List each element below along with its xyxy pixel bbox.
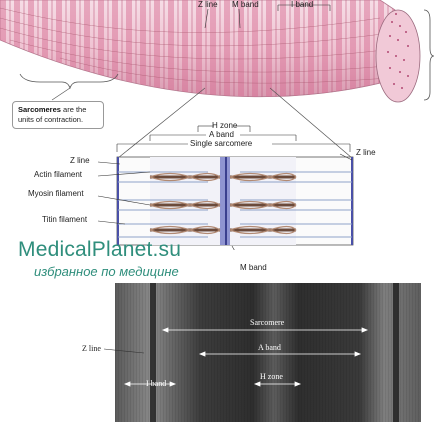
- sarcomere-diagram: [97, 125, 354, 250]
- micro-label-sarcomere: Sarcomere: [250, 318, 285, 327]
- callout-rest-1: are the: [60, 105, 87, 114]
- callout-rest-2: units of contraction.: [18, 115, 84, 124]
- label-single-sarcomere: Single sarcomere: [190, 139, 253, 148]
- micro-label-z-line: Z line: [82, 344, 101, 353]
- filament-rows: [118, 171, 352, 238]
- watermark-subtitle: избранное по медицине: [34, 264, 179, 279]
- label-m-band: M band: [240, 263, 267, 272]
- label-h-zone: H zone: [212, 121, 238, 130]
- fiber-label-z-line: Z line: [198, 0, 218, 9]
- sarcomere-callout: Sarcomeres are the units of contraction.: [12, 101, 104, 129]
- fiber-label-m-band: M band: [232, 0, 259, 9]
- label-z-line-right: Z line: [356, 148, 376, 157]
- fiber-label-i-band: I band: [291, 0, 314, 9]
- fiber-cross-section: [375, 9, 421, 103]
- myofibrils: [0, 7, 389, 84]
- label-myosin: Myosin filament: [28, 189, 84, 198]
- watermark-title: MedicalPlanet.su: [18, 238, 182, 261]
- cross-section-dots: [387, 13, 409, 89]
- label-z-line-left: Z line: [70, 156, 90, 165]
- muscle-fiber-illustration: [0, 0, 434, 159]
- label-actin: Actin filament: [34, 170, 83, 179]
- electron-micrograph: [115, 283, 421, 422]
- callout-bold: Sarcomeres: [18, 105, 61, 114]
- micro-label-i-band: I band: [146, 379, 167, 388]
- label-titin: Titin filament: [42, 215, 88, 224]
- z-line-leader: [104, 348, 144, 354]
- label-a-band: A band: [209, 130, 234, 139]
- micro-label-h-zone: H zone: [260, 372, 283, 381]
- micro-label-a-band: A band: [258, 343, 281, 352]
